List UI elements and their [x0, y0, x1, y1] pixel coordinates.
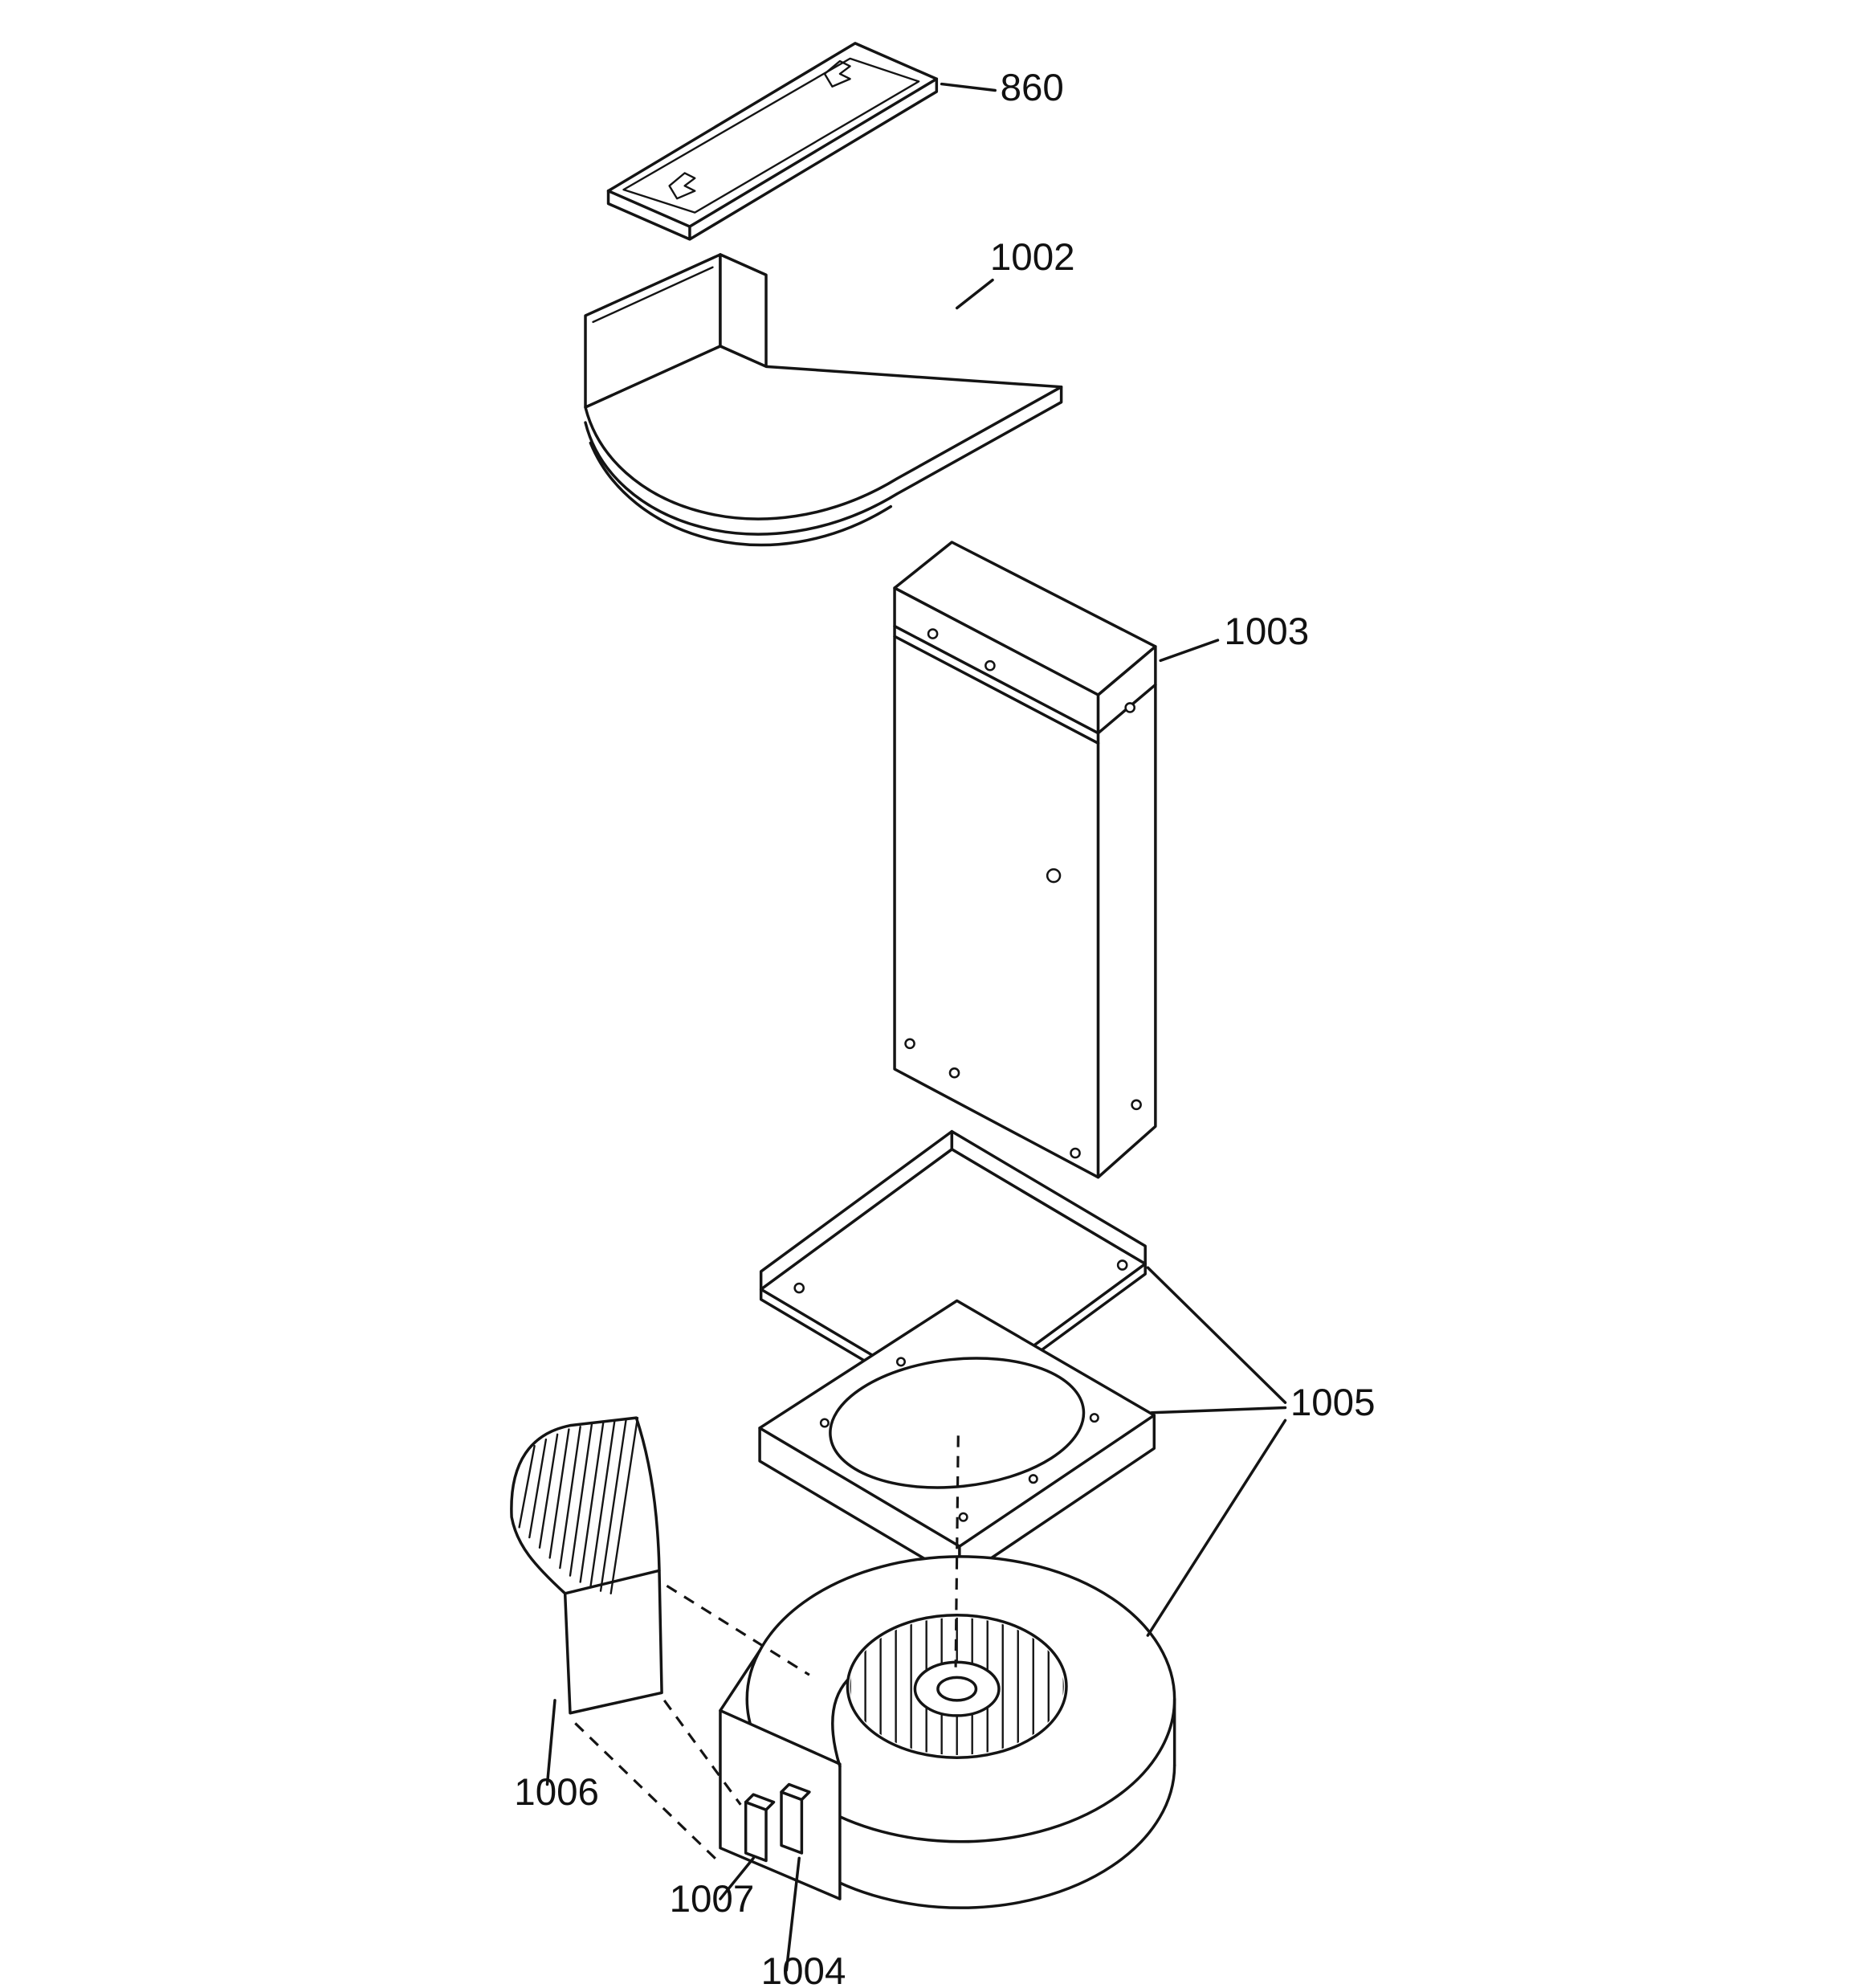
screw — [1070, 1147, 1081, 1159]
shelf-front-rim — [584, 385, 1063, 536]
part-1004-blower-assembly — [719, 1555, 1176, 1909]
assembly-alignment-lines — [574, 1435, 960, 1864]
adapter-round-opening — [829, 1357, 1086, 1489]
screw — [819, 1418, 830, 1428]
part-1006-transition-duct — [510, 1416, 663, 1715]
bracket-tab-top — [780, 1782, 811, 1802]
part-label-1007: 1007 — [670, 1878, 755, 1921]
duct-alignment-line-top — [666, 1584, 810, 1676]
screw — [895, 1357, 906, 1367]
leader-line-1004 — [785, 1856, 801, 1972]
bracket-tab-top — [744, 1793, 776, 1811]
part-label-1002: 1002 — [990, 236, 1075, 279]
keyhole-knockout — [1046, 867, 1062, 884]
bracket-tab-front — [744, 1800, 768, 1863]
leader-line-1003 — [1159, 639, 1220, 663]
part-1005-vent-adapter — [758, 1299, 1156, 1582]
part-label-860: 860 — [1001, 67, 1064, 109]
blower-scroll-curve — [831, 1678, 850, 1769]
part-label-1005: 1005 — [1290, 1382, 1376, 1424]
screw — [904, 1038, 915, 1050]
shelf-front-rim-band — [589, 441, 893, 547]
leader-line-1006 — [545, 1699, 556, 1786]
screw — [948, 1067, 960, 1079]
duct-alignment-line-mid — [662, 1699, 742, 1806]
leader-line-1005-to-plate — [1146, 1266, 1287, 1404]
part-1002-shelf-panel — [584, 253, 1063, 547]
shelf-wall-top-seam — [592, 266, 714, 324]
duct-alignment-line-bottom — [574, 1722, 722, 1864]
screw — [1116, 1259, 1128, 1271]
part-860-cover-plate — [606, 42, 939, 241]
part-1003-duct-cover — [893, 541, 1157, 1179]
damper-plate-back-lip-right — [950, 1129, 1147, 1266]
cover-plate-thickness-edge — [606, 77, 939, 241]
leader-line-1007 — [719, 1856, 755, 1900]
screw — [1131, 1099, 1142, 1111]
part-1005-damper-plate — [759, 1129, 1147, 1416]
callout-labels: 860 1002 1003 1005 1006 1007 1004 — [514, 67, 1375, 1988]
adapter-top-face — [758, 1299, 1156, 1548]
screw — [984, 659, 996, 672]
cover-plate-clip-detail-left — [668, 172, 696, 200]
centerline-adapter-to-blower — [954, 1435, 960, 1668]
part-label-1006: 1006 — [514, 1771, 599, 1814]
part-label-1004: 1004 — [761, 1950, 846, 1988]
duct-cover-right-face — [1096, 645, 1157, 1179]
part-1007-mounting-brackets — [744, 1782, 811, 1863]
screw — [927, 628, 939, 639]
screw — [1028, 1474, 1038, 1484]
cover-plate-inner-panel — [622, 57, 920, 214]
screw — [793, 1282, 805, 1294]
blower-fan-hub-center — [936, 1676, 978, 1702]
cover-plate-clip-detail-right — [823, 59, 851, 88]
blower-outlet-top-edge — [719, 1649, 761, 1712]
screw — [1124, 702, 1135, 713]
bracket-tab-front — [780, 1790, 804, 1855]
leader-line-1002 — [955, 278, 994, 310]
screw — [1089, 1413, 1099, 1423]
part-label-1003: 1003 — [1224, 610, 1309, 653]
leader-line-1005-to-blower — [1146, 1419, 1287, 1637]
transition-duct-hatching — [518, 1416, 639, 1594]
shelf-top-surface — [584, 345, 1063, 520]
leader-line-860 — [940, 82, 997, 92]
leader-line-1005-to-adapter — [1150, 1406, 1287, 1414]
screw — [958, 1512, 968, 1522]
